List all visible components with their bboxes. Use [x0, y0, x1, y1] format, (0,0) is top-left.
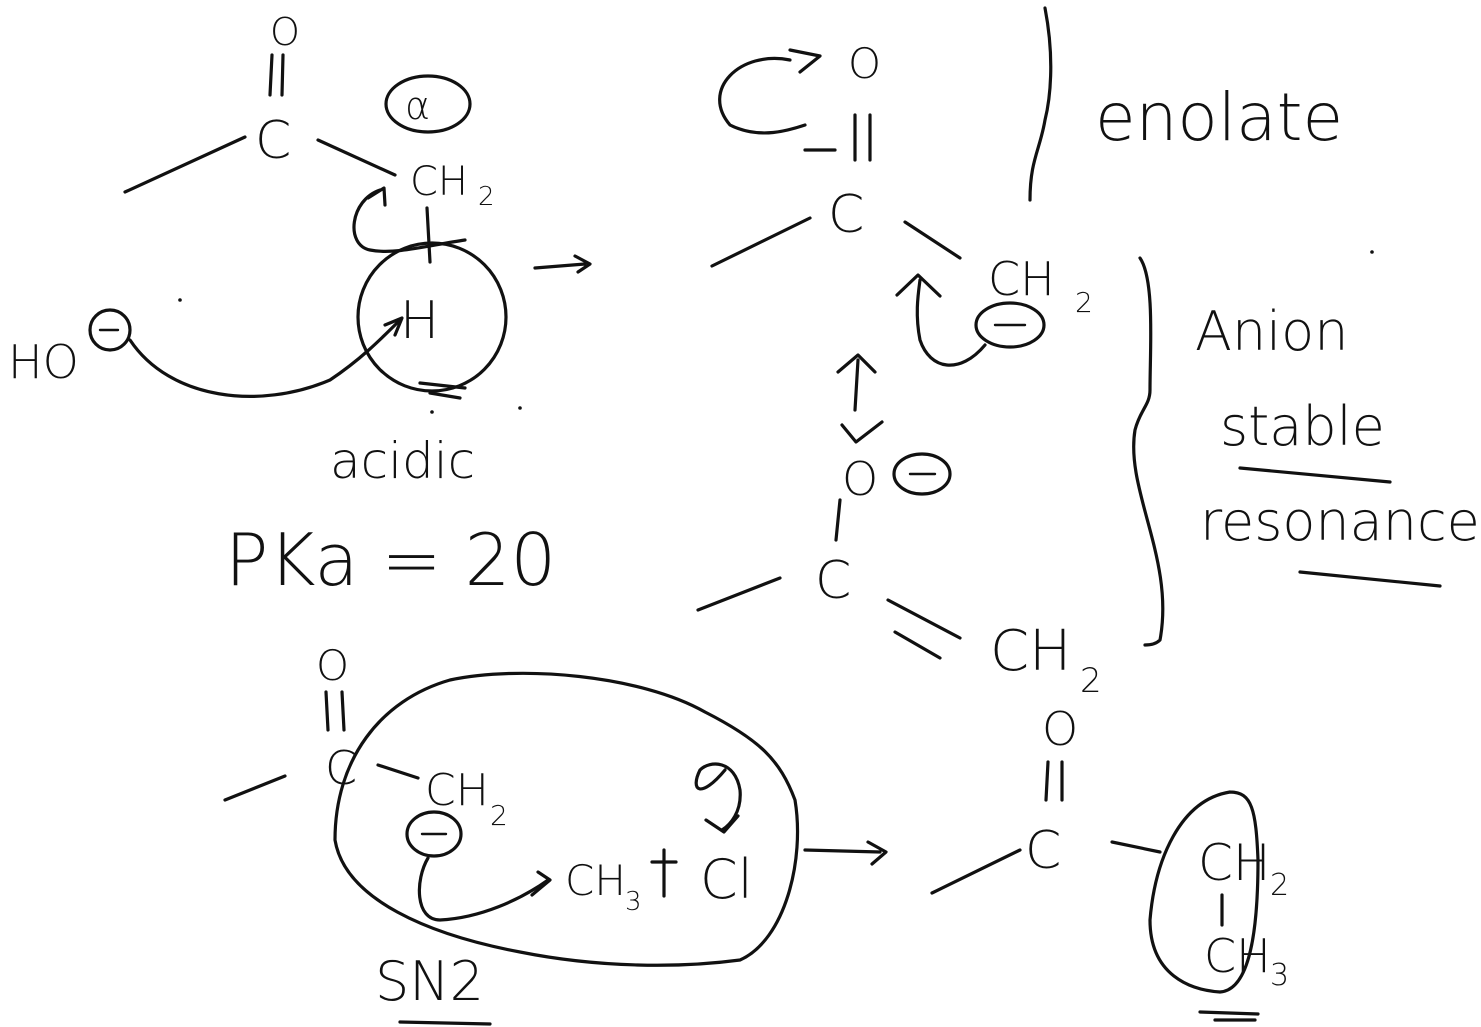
- single-bond: [834, 498, 842, 542]
- sn2-alkylation: O C CH 2 CH 3 Cl SN2: [223, 641, 888, 1026]
- double-bond: [268, 53, 285, 97]
- ch2-label: CH: [990, 619, 1071, 684]
- product-underline: [1198, 1010, 1260, 1022]
- resonance-arrow: [915, 278, 987, 367]
- alpha-label: α: [405, 84, 430, 128]
- alkyl-group-circle: [1148, 790, 1260, 994]
- stray-marks: [178, 250, 1374, 414]
- dot: [1370, 250, 1374, 254]
- anion-label: Anion: [1195, 300, 1348, 363]
- c-h-bond: [425, 206, 432, 264]
- negative-charge-circle: [405, 810, 463, 858]
- c-ch2-bond: [376, 763, 420, 780]
- ch3-subscript: 3: [1270, 958, 1289, 993]
- arrow-head: [366, 186, 387, 207]
- underline-h: [418, 381, 467, 400]
- carbon-label: C: [1025, 821, 1061, 881]
- ch3-label: CH: [1204, 929, 1271, 983]
- enolate-resonance-form: O C CH 2: [696, 256, 1165, 701]
- ch2-subscript: 2: [1075, 286, 1093, 319]
- oxygen-label: O: [270, 10, 300, 54]
- attack-arrowhead: [383, 316, 404, 337]
- c-ch2-bond: [903, 220, 962, 260]
- nucleophilic-attack-arrow: [417, 856, 550, 922]
- resonance-underline: [1298, 570, 1442, 588]
- alkyl-bond: [123, 135, 247, 194]
- ch2-subscript: 2: [478, 182, 495, 212]
- resonance-label: resonance: [1200, 490, 1480, 553]
- pka-label: PKa = 20: [225, 518, 556, 602]
- oxygen-label: O: [1042, 702, 1078, 756]
- ch2-subscript: 2: [490, 799, 508, 832]
- left-top-ketone: O C α CH 2 H HO acidic PKa = 20: [8, 10, 592, 602]
- resonance-arrowhead: [895, 273, 942, 298]
- arrowhead-down: [840, 420, 884, 444]
- alkyl-bond: [930, 848, 1022, 895]
- double-bond-ch2: [886, 598, 962, 660]
- sn2-underline: [398, 1020, 492, 1026]
- carbon-label: C: [828, 185, 864, 245]
- reaction-arrow-1: [533, 254, 592, 274]
- sn2-label: SN2: [375, 950, 484, 1013]
- leaving-group-arrow: [694, 762, 742, 832]
- attack-arrow: [128, 318, 402, 398]
- double-bond: [1044, 760, 1064, 802]
- enolate-brace: [1028, 6, 1053, 202]
- oxygen-label: O: [316, 641, 349, 690]
- alpha-circle: [384, 74, 472, 134]
- ch2-subscript: 2: [1270, 868, 1289, 903]
- stable-underline: [1238, 466, 1392, 484]
- enolate-structure: O C CH 2 enolate: [710, 6, 1343, 367]
- c-ch2-bond: [316, 138, 397, 177]
- ch3-label: CH: [565, 856, 626, 905]
- ch2-label: CH: [425, 765, 489, 816]
- dot: [178, 298, 182, 302]
- carbon-label: C: [815, 551, 851, 611]
- electron-arrow-bond: [352, 188, 467, 253]
- hydrogen-circle: [356, 241, 508, 393]
- breaking-bond-mark: [650, 848, 678, 898]
- negative-charge-circle: [88, 308, 132, 352]
- leaving-arrowhead: [704, 814, 740, 834]
- reaction-circle: [333, 671, 800, 967]
- ch2-label: CH: [1198, 834, 1271, 892]
- hydroxide-label: HO: [8, 335, 79, 389]
- curved-arrow-top: [718, 56, 807, 135]
- arrowhead-up: [836, 353, 877, 374]
- alkyl-bond: [710, 216, 812, 268]
- attack-arrowhead: [530, 870, 552, 897]
- ch3-subscript: 3: [625, 887, 642, 917]
- ch2-label: CH: [988, 252, 1055, 306]
- stability-notes: Anion stable resonance: [1195, 300, 1480, 588]
- oxygen-label: O: [842, 452, 878, 506]
- acidic-label: acidic: [330, 432, 475, 490]
- c-ch2-bond: [1110, 840, 1162, 854]
- dot: [518, 406, 522, 410]
- curved-arrowhead-top: [788, 48, 822, 74]
- reaction-arrow-2: [803, 840, 888, 866]
- chloride-label: Cl: [700, 848, 753, 911]
- negative-charge-circle: [974, 301, 1046, 349]
- alkyl-bond: [696, 576, 782, 612]
- ch2-subscript: 2: [1080, 661, 1102, 701]
- resonance-indicator: [836, 353, 884, 444]
- stable-label: stable: [1220, 395, 1385, 458]
- double-headed-arrow-shaft: [853, 358, 860, 412]
- double-bond: [324, 690, 346, 732]
- alkyl-bond: [223, 774, 287, 802]
- dot: [430, 410, 434, 414]
- anion-brace: [1132, 256, 1165, 647]
- negative-charge-circle: [892, 452, 952, 496]
- hydrogen-label: H: [400, 291, 439, 351]
- oxygen-label: O: [848, 39, 881, 88]
- carbonyl-carbon: C: [255, 111, 291, 171]
- ch2-label: CH: [410, 159, 468, 205]
- alkylated-product: O C CH 2 CH 3: [930, 702, 1289, 1022]
- enolate-label: enolate: [1095, 79, 1343, 156]
- double-bond: [853, 113, 872, 162]
